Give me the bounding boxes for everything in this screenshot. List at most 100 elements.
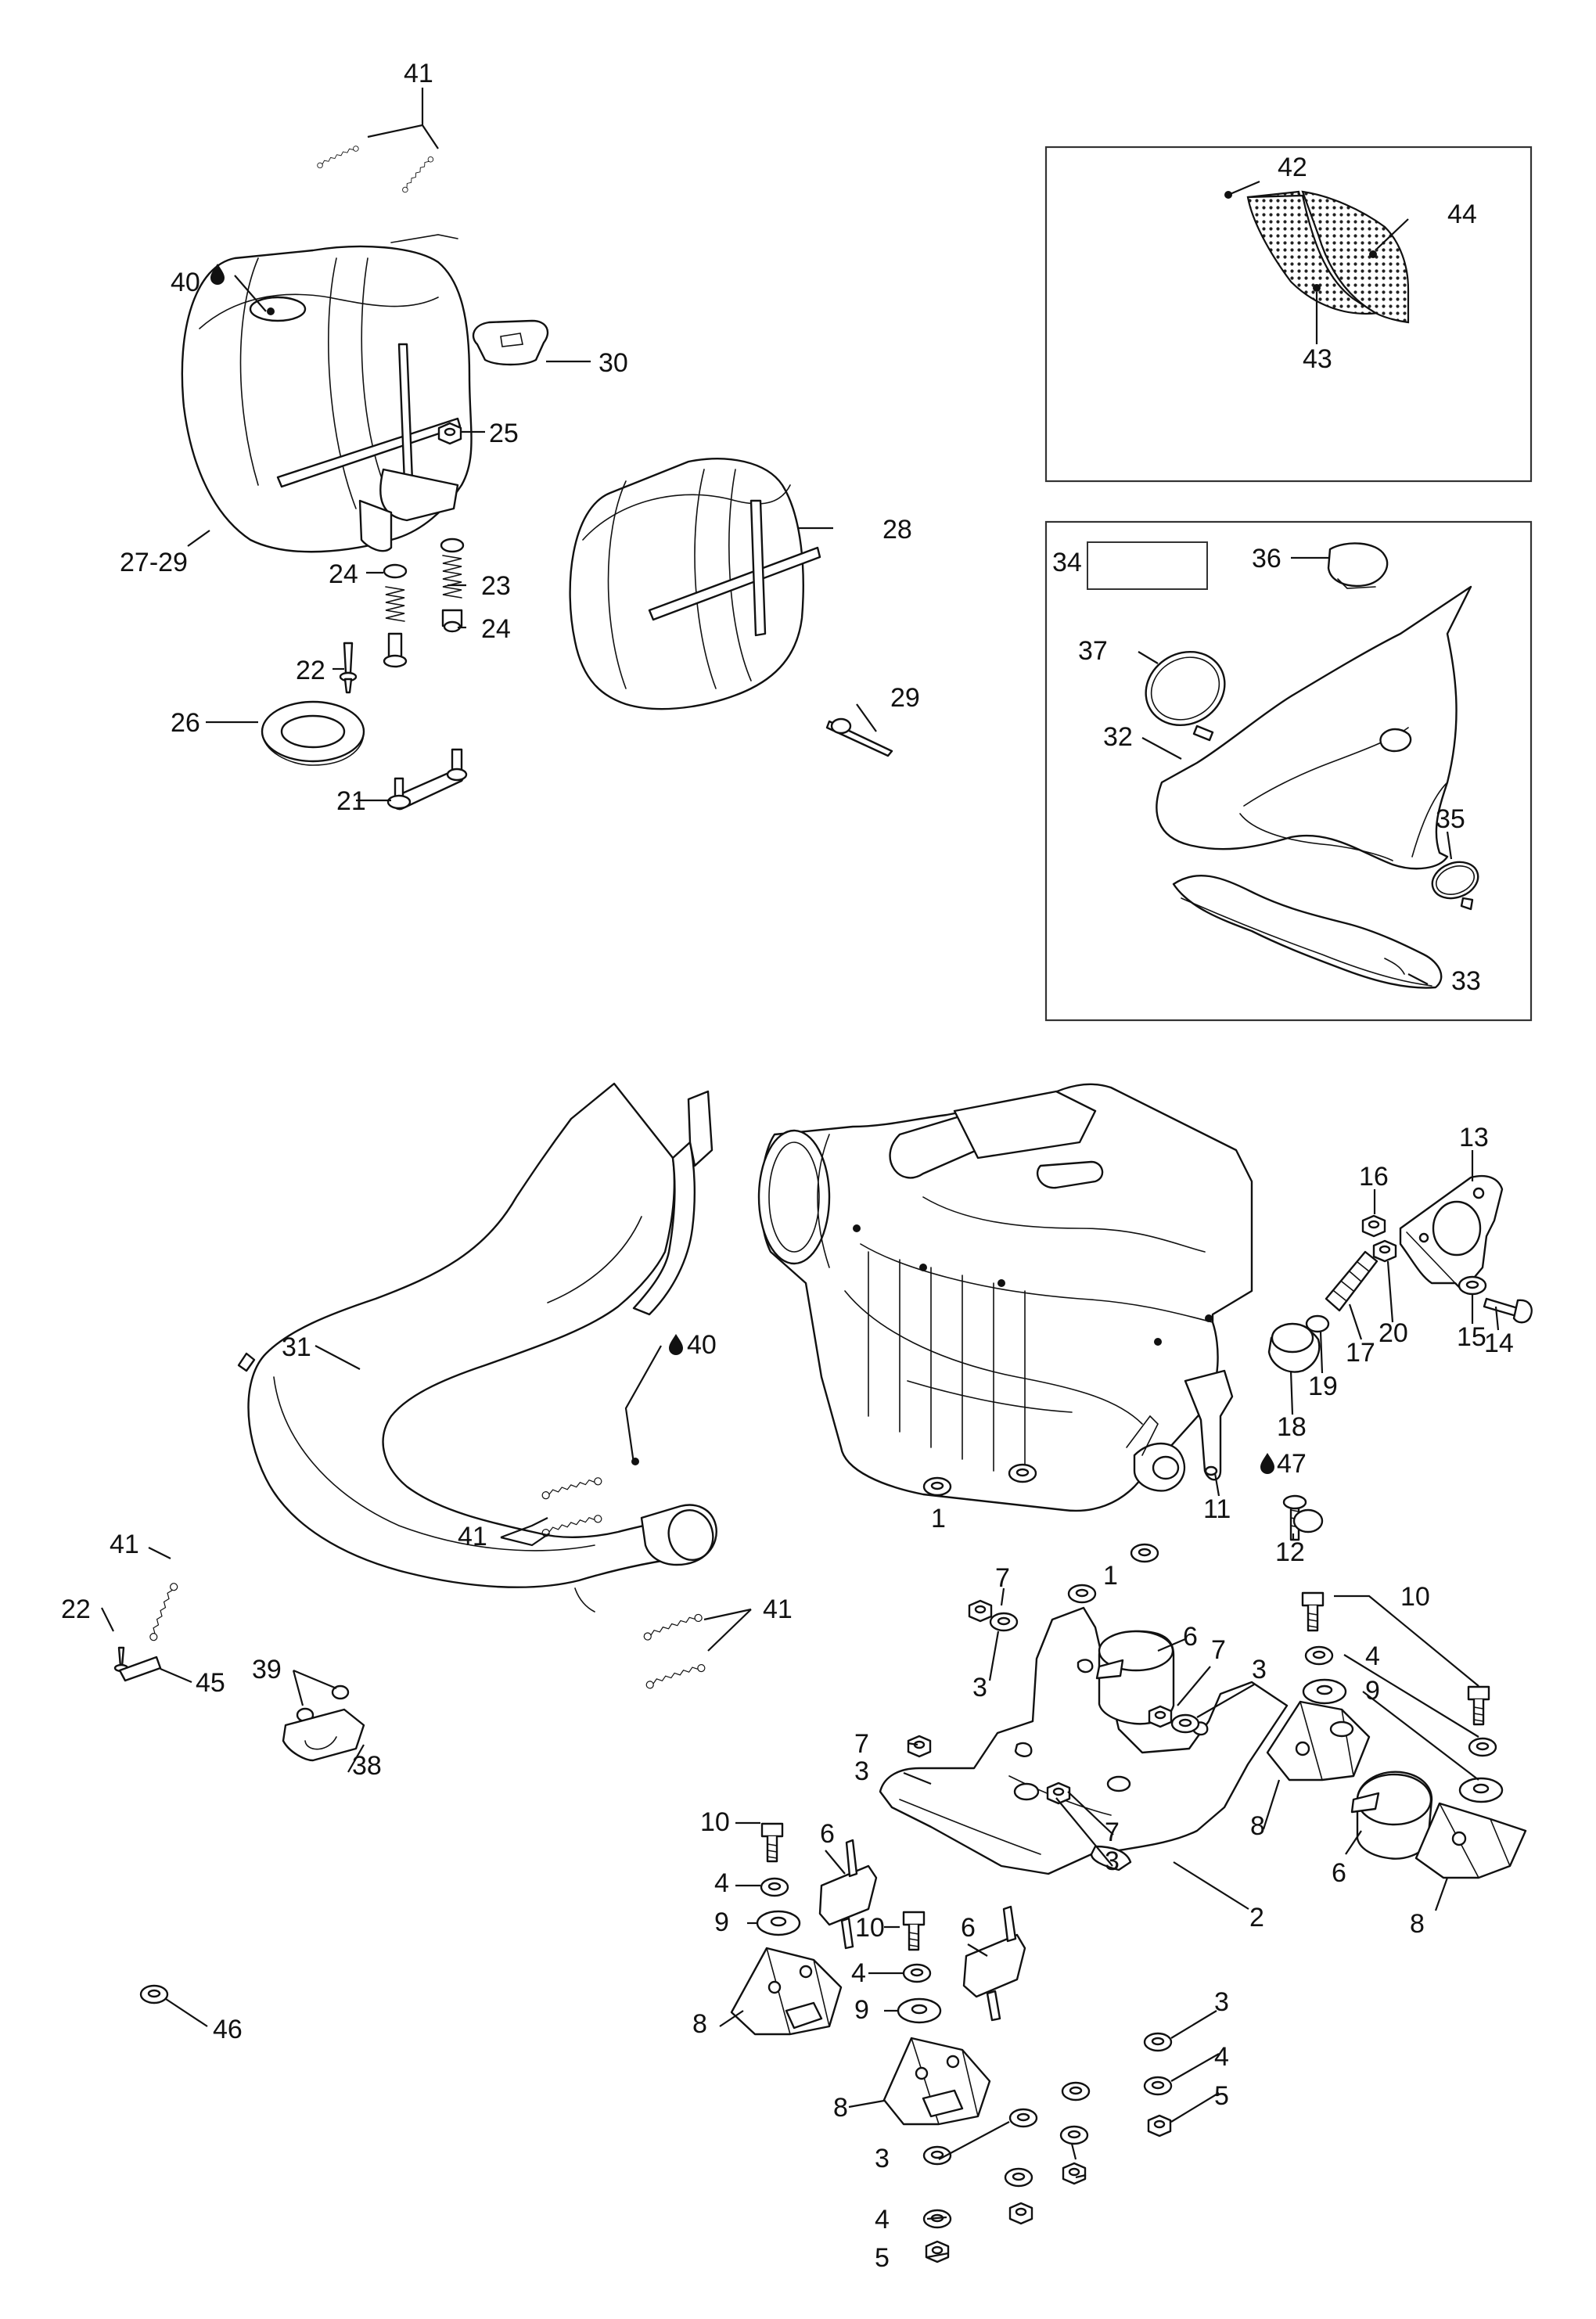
callout-45: 45: [196, 1668, 225, 1698]
callout-15: 15: [1457, 1322, 1486, 1352]
callout-10: 10: [700, 1807, 730, 1837]
callout-37: 37: [1078, 636, 1108, 666]
exhaust-spring-pair-top: [316, 145, 435, 194]
callout-40: 40: [687, 1330, 717, 1360]
callout-22: 22: [61, 1595, 91, 1624]
callout-28: 28: [882, 515, 912, 545]
callout-6: 6: [1183, 1622, 1198, 1652]
bolt-14: [1483, 1297, 1533, 1324]
callout-41: 41: [404, 59, 433, 88]
bolt-10b: [1467, 1685, 1490, 1726]
mount-bracket-8d: [882, 2037, 991, 2126]
callout-42: 42: [1278, 153, 1307, 182]
inset-box-tailpipe-kit: [1044, 520, 1533, 1022]
washer-1c: [1130, 1543, 1159, 1563]
nut-5c: [1008, 2202, 1033, 2225]
nut-25: [437, 422, 462, 445]
callout-10: 10: [855, 1913, 885, 1943]
callout-23: 23: [481, 571, 511, 601]
washer-4f: [1059, 2125, 1089, 2145]
callout-16: 16: [1359, 1162, 1389, 1192]
callout-2: 2: [1249, 1903, 1264, 1932]
callout-8: 8: [833, 2093, 848, 2123]
callout-9: 9: [714, 1907, 729, 1937]
callout-4: 4: [714, 1868, 729, 1898]
callout-18: 18: [1277, 1412, 1307, 1442]
cap-36: [1327, 542, 1389, 588]
callout-19: 19: [1308, 1372, 1338, 1401]
bolt-10c: [760, 1822, 784, 1863]
tailpipe-32: [1156, 585, 1472, 870]
washer-4c: [760, 1877, 789, 1897]
clamp-37: [1145, 650, 1226, 742]
washer-3b: [1170, 1713, 1200, 1734]
callout-3: 3: [875, 2144, 890, 2173]
exhaust-pipe-31: [237, 1082, 717, 1613]
callout-32: 32: [1103, 722, 1133, 752]
oil-drop-icon: [1260, 1453, 1274, 1474]
nut-5a: [1147, 2114, 1172, 2137]
left-bracket-group: [113, 1581, 179, 1682]
bracket-45: [118, 1656, 162, 1682]
callout-13: 13: [1459, 1123, 1489, 1152]
callout-43: 43: [1303, 344, 1332, 374]
engine-plate-13: [1399, 1174, 1504, 1293]
washer-3e: [1143, 2032, 1173, 2052]
washer-1a: [922, 1476, 952, 1497]
leader-lines: [101, 88, 1500, 2259]
nut-16: [1361, 1214, 1386, 1238]
callout-4: 4: [1365, 1641, 1380, 1671]
nut-5d: [925, 2240, 950, 2263]
grommet-30: [472, 319, 549, 366]
washer-4g: [1004, 2167, 1033, 2188]
callout-7: 7: [1105, 1817, 1120, 1847]
callout-20: 20: [1379, 1318, 1408, 1348]
mount-plate-2: [879, 1606, 1289, 1875]
bracket-21: [386, 748, 468, 811]
spring-bolt-24: [383, 563, 408, 668]
callout-4: 4: [851, 1958, 866, 1988]
washer-9b: [1458, 1777, 1504, 1803]
callout-1: 1: [931, 1504, 946, 1533]
engine-block: [757, 1083, 1253, 1512]
nut-5b: [1062, 2162, 1087, 2185]
nut-7b: [1148, 1705, 1173, 1728]
nut-7c: [907, 1735, 932, 1758]
callout-38: 38: [352, 1751, 382, 1781]
mount-bracket-8b: [1414, 1802, 1527, 1879]
callout-30: 30: [598, 348, 628, 378]
callout-8: 8: [1250, 1811, 1265, 1841]
washer-9d: [897, 1997, 942, 2024]
callout-4: 4: [1214, 2042, 1229, 2072]
callout-10: 10: [1400, 1582, 1430, 1612]
callout-44: 44: [1447, 200, 1477, 229]
callout-25: 25: [489, 419, 519, 448]
callout-5: 5: [875, 2243, 890, 2273]
callout-22: 22: [296, 656, 325, 685]
clamp-35: [1431, 861, 1479, 911]
bolt-10d: [902, 1911, 926, 1951]
callout-5: 5: [1214, 2081, 1229, 2111]
bumper-18: [1267, 1322, 1321, 1373]
washer-4e: [1143, 2076, 1173, 2096]
rubber-mount-6a: [1095, 1630, 1175, 1725]
tailpipe-kit-parts: [1145, 542, 1479, 989]
inset-box-silencer-foam: [1044, 146, 1533, 483]
callout-9: 9: [854, 1995, 869, 2025]
grommet-26: [261, 700, 365, 766]
washer-4b: [1468, 1737, 1497, 1757]
callout-33: 33: [1451, 966, 1481, 996]
callout-1: 1: [1103, 1561, 1118, 1591]
callout-36: 36: [1252, 544, 1281, 573]
callout-35: 35: [1436, 804, 1465, 834]
callout-24: 24: [329, 559, 358, 589]
muffler-group: [181, 145, 893, 811]
washer-3a: [989, 1612, 1019, 1632]
washer-4d: [902, 1963, 932, 1983]
callout-21: 21: [336, 786, 366, 816]
washer-3f: [1061, 2081, 1091, 2101]
washer-15: [1458, 1275, 1487, 1296]
callout-6: 6: [961, 1913, 976, 1943]
washer-9c: [756, 1910, 801, 1936]
callout-14: 14: [1484, 1328, 1514, 1358]
